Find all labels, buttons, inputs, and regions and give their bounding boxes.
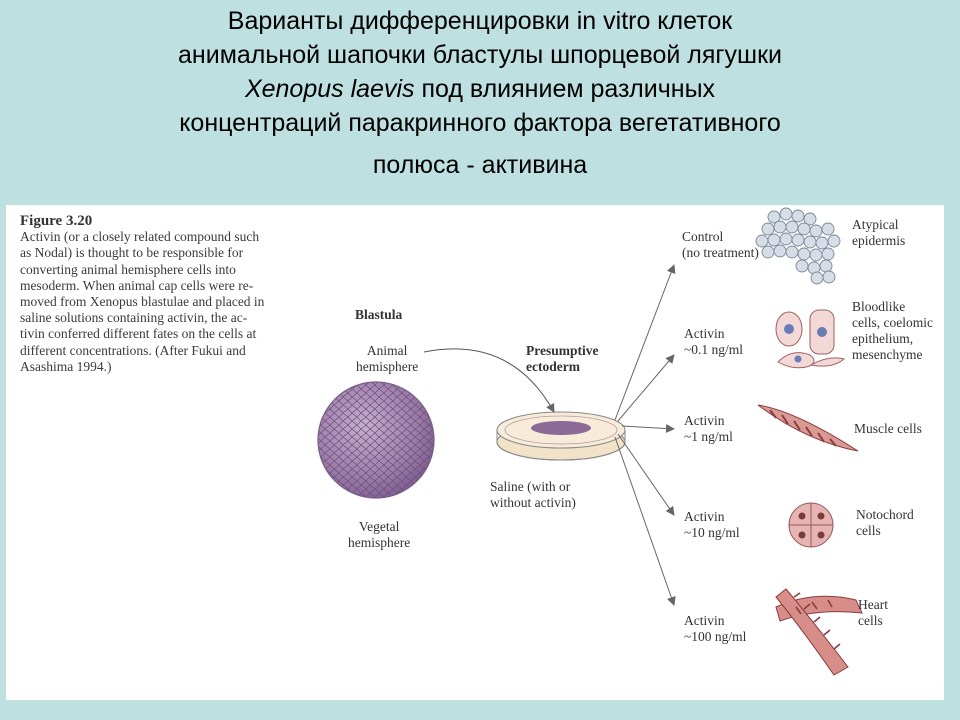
title-line-3: под влиянием различных — [414, 75, 716, 103]
caption-line: mesoderm. When animal cap cells were re- — [20, 277, 254, 293]
caption-line: Activin (or a closely related compound s… — [20, 229, 260, 245]
bloodlike-cells — [775, 309, 846, 369]
caption-line: as Nodal) is thought to be responsible f… — [20, 245, 244, 261]
petri-dish — [496, 411, 626, 461]
treatment-activin-100: Activin~100 ng/ml — [684, 613, 747, 644]
title-line-5: полюса - активина — [372, 151, 588, 179]
muscle-cell — [757, 404, 859, 452]
title-species: Xenopus laevis — [244, 75, 415, 103]
title-line-4: концентраций паракринного фактора вегета… — [179, 109, 781, 137]
fate-muscle-cells: Muscle cells — [854, 421, 922, 436]
title-line-1: Варианты дифференцировки in vitro клеток — [227, 7, 733, 35]
diagram-graphics — [317, 207, 863, 676]
arrow-control — [614, 264, 676, 421]
slide-title: Варианты дифференцировки in vitro клеток… — [40, 4, 920, 182]
figure-caption: Figure 3.20 Activin (or a closely relate… — [20, 213, 320, 375]
caption-line: saline solutions containing activin, the… — [20, 310, 248, 326]
treatment-arrows — [614, 264, 676, 606]
arrow-activin-0-1 — [617, 354, 675, 422]
caption-line: moved from Xenopus blastulae and placed … — [20, 294, 265, 310]
caption-line: different concentrations. (After Fukui a… — [20, 342, 246, 358]
arrow-activin-10 — [617, 433, 675, 516]
blastula-embryo — [317, 381, 435, 499]
title-line-2: анимальной шапочки бластулы шпорцевой ля… — [178, 41, 782, 69]
treatment-activin-0-1: Activin~0.1 ng/ml — [684, 326, 744, 357]
caption-line: tivin conferred different fates on the c… — [20, 326, 257, 342]
arrow-activin-100 — [614, 436, 676, 606]
treatment-control: Control(no treatment) — [682, 229, 759, 260]
figure-panel: Figure 3.20 Activin (or a closely relate… — [6, 205, 944, 700]
arrow-activin-1 — [621, 424, 675, 434]
treatment-activin-1: Activin~1 ng/ml — [684, 413, 733, 444]
heart-cells — [775, 588, 863, 676]
caption-line: Asashima 1994.) — [20, 358, 112, 374]
epidermis-cell-cluster — [755, 207, 841, 285]
label-blastula: Blastula — [355, 307, 403, 322]
caption-line: converting animal hemisphere cells into — [20, 261, 236, 277]
transfer-arrow — [423, 348, 555, 413]
treatment-activin-10: Activin~10 ng/ml — [684, 509, 740, 540]
figure-number: Figure 3.20 — [20, 213, 93, 229]
notochord-cells — [788, 502, 834, 548]
